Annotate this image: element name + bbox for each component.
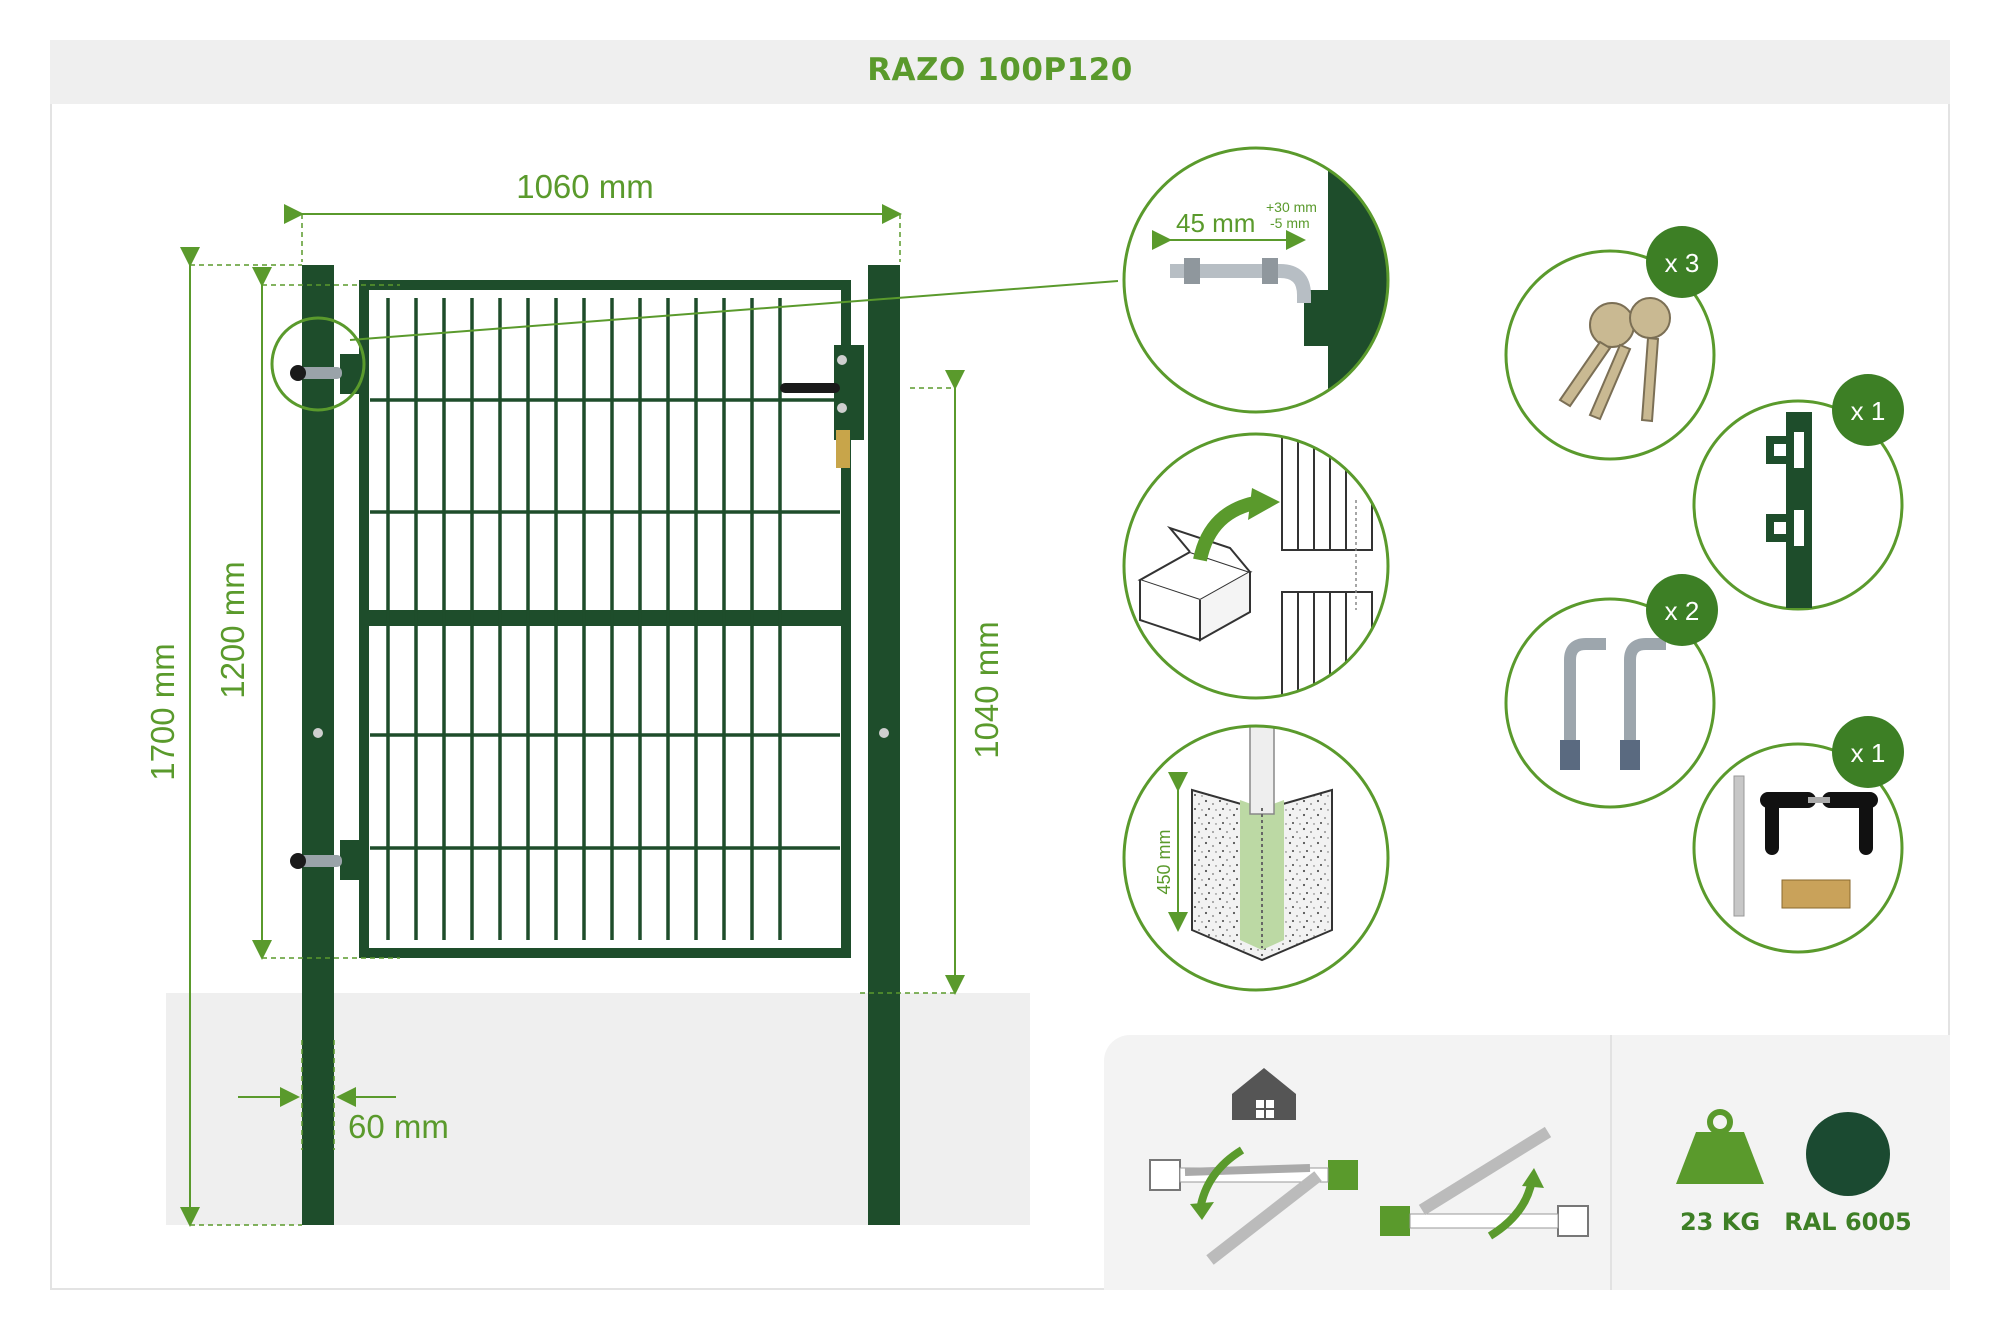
dimension-total-height [180,247,302,1227]
hinge-bolts-count: x 2 [1665,596,1700,626]
handle-accessory: x 1 [1692,716,1904,954]
assembly-detail [1122,432,1390,700]
handle-count: x 1 [1851,738,1886,768]
hinge-adjust-minus: -5 mm [1270,215,1310,231]
dimension-gate-width [284,204,902,262]
ral-color-swatch [1806,1112,1890,1196]
dimension-above-ground [860,370,965,995]
dimension-panel-height [252,267,400,960]
keys-count: x 3 [1665,248,1700,278]
ground-area [166,993,1030,1225]
post-width-label: 60 mm [348,1108,449,1145]
hinge-length-label: 45 mm [1176,208,1255,238]
house-icon [1232,1068,1296,1120]
right-post [868,265,900,1225]
weight-label: 23 KG [1679,1208,1761,1236]
striker-accessory: x 1 [1692,374,1904,611]
dimension-post-width [238,1040,396,1150]
foundation-detail: 450 mm [1122,724,1390,992]
striker-count: x 1 [1851,396,1886,426]
keys-accessory: x 3 [1504,226,1718,461]
above-ground-label: 1040 mm [968,621,1005,759]
gate-leaf [359,280,851,958]
hinge-bolt-detail: 45 mm +30 mm -5 mm [1122,146,1390,414]
post-bolt [879,728,889,738]
post-bolt [313,728,323,738]
product-title: RAZO 100P120 [867,52,1133,88]
ral-label: RAL 6005 [1784,1208,1912,1236]
title-bar [50,40,1950,104]
bottom-hinge [290,840,362,880]
detail-leader-line [349,280,1119,341]
left-post [302,265,334,1225]
top-hinge [290,354,362,394]
opening-outward-diagram [1380,1126,1589,1240]
lock-assembly [780,345,864,468]
gate-width-label: 1060 mm [516,168,654,205]
opening-inward-diagram [1149,1146,1358,1265]
foundation-depth-label: 450 mm [1154,829,1174,894]
total-height-label: 1700 mm [144,643,181,781]
panel-height-label: 1200 mm [214,561,251,699]
hinge-detail-marker [270,316,366,412]
panel-divider [1610,1035,1612,1290]
hinge-adjust-plus: +30 mm [1266,199,1317,215]
weight-icon [1676,1109,1764,1184]
hinge-bolts-accessory: x 2 [1504,574,1718,809]
